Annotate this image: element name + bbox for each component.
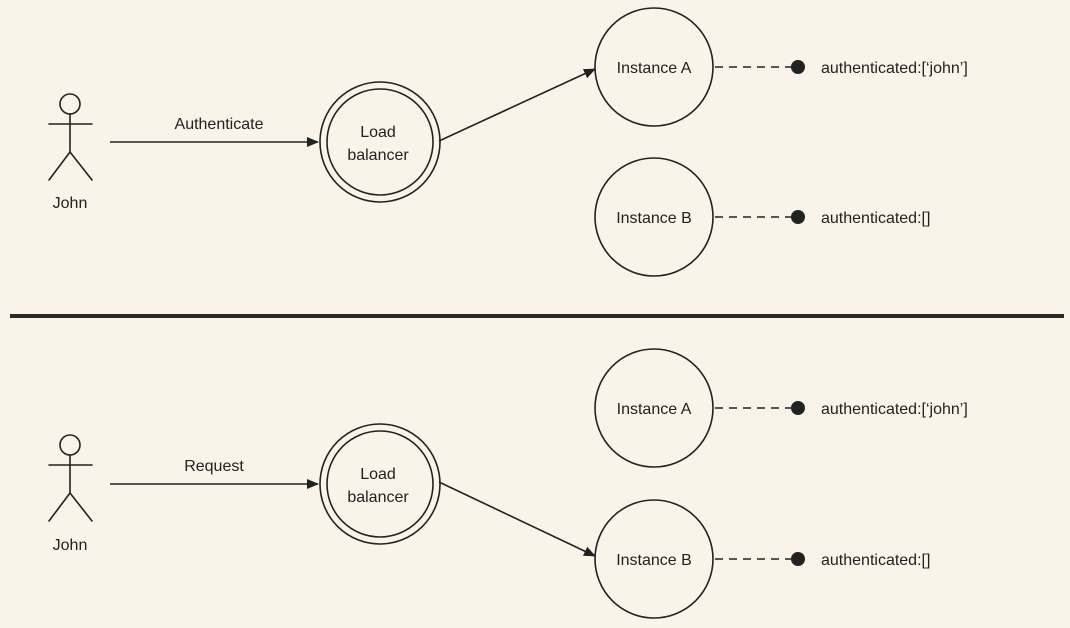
actor-left-leg	[48, 492, 71, 522]
actor-label-bottom: John	[53, 537, 88, 554]
instance-b-bottom	[594, 499, 714, 619]
actor-john-top	[48, 93, 93, 181]
instance-a-bottom	[594, 348, 714, 468]
bottom-panel: John Request Load balancer Instance A au…	[48, 348, 968, 619]
actor-head	[59, 434, 81, 456]
instance-a-label-top: Instance A	[617, 60, 692, 77]
load-balancer-outer-ring	[319, 423, 441, 545]
balancer-to-instance-a-arrow	[438, 68, 596, 142]
load-balancer-label-line2: balancer	[347, 147, 409, 164]
load-balancer-label-line1: Load	[360, 124, 396, 141]
actor-head	[59, 93, 81, 115]
actor-john-bottom	[48, 434, 93, 522]
authenticate-label: Authenticate	[175, 116, 264, 133]
instance-b-state-bottom: authenticated:[]	[821, 552, 930, 569]
load-balancer-inner-ring	[326, 88, 434, 196]
load-balancer-outer-ring	[319, 81, 441, 203]
instance-a-state-dot-bottom	[791, 401, 805, 415]
actor-right-leg	[69, 492, 93, 522]
instance-a-state-top: authenticated:[‘john’]	[821, 60, 968, 77]
load-balancer-inner-ring	[326, 430, 434, 538]
balancer-to-instance-b-arrow	[438, 481, 596, 557]
actor-right-leg	[69, 151, 93, 181]
load-balancer-label-line1: Load	[360, 466, 396, 483]
instance-a-top	[594, 7, 714, 127]
instance-b-label-top: Instance B	[616, 210, 692, 227]
actor-label-top: John	[53, 195, 88, 212]
instance-a-label-bottom: Instance A	[617, 401, 692, 418]
instance-b-label-bottom: Instance B	[616, 552, 692, 569]
request-label: Request	[184, 458, 244, 475]
actor-left-leg	[48, 151, 71, 181]
instance-a-state-dot-top	[791, 60, 805, 74]
instance-b-state-dot-top	[791, 210, 805, 224]
load-balancer-label-line2: balancer	[347, 489, 409, 506]
instance-b-state-top: authenticated:[]	[821, 210, 930, 227]
instance-b-state-dot-bottom	[791, 552, 805, 566]
instance-a-state-bottom: authenticated:[‘john’]	[821, 401, 968, 418]
load-balancer-bottom	[319, 423, 441, 545]
instance-b-top	[594, 157, 714, 277]
top-panel: John Authenticate Load balancer Instance…	[48, 7, 968, 277]
load-balancer-top	[319, 81, 441, 203]
